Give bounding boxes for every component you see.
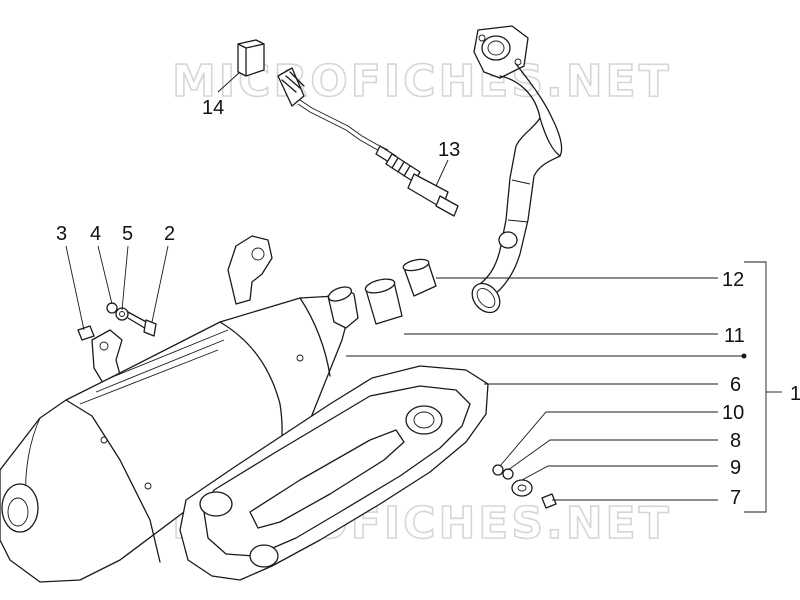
callout-14: 14 [202, 97, 224, 119]
callout-1: 1 [790, 383, 800, 405]
part-lambda-sensor [277, 67, 459, 217]
callout-2: 2 [164, 223, 175, 245]
part-muffler [0, 235, 359, 583]
callout-13: 13 [438, 139, 460, 161]
part-sleeve-11 [364, 278, 403, 325]
callout-6: 6 [730, 374, 741, 396]
leader-dot [741, 353, 747, 359]
callout-5: 5 [122, 223, 133, 245]
part-fasteners-right [492, 464, 557, 509]
callout-7: 7 [730, 487, 741, 509]
part-connector-cap [237, 39, 265, 77]
part-fasteners-left [77, 302, 157, 341]
callout-12: 12 [722, 269, 744, 291]
callout-10: 10 [722, 402, 744, 424]
part-sleeve-12 [402, 258, 437, 297]
leader-lines [65, 71, 782, 513]
part-heat-shield [179, 365, 489, 581]
callout-labels: 1 2 3 4 5 6 7 8 9 10 11 12 13 14 [56, 97, 800, 509]
part-header-pipe [471, 25, 563, 314]
callout-8: 8 [730, 430, 741, 452]
callout-11: 11 [724, 325, 745, 347]
callout-9: 9 [730, 457, 741, 479]
callout-4: 4 [90, 223, 101, 245]
callout-3: 3 [56, 223, 67, 245]
